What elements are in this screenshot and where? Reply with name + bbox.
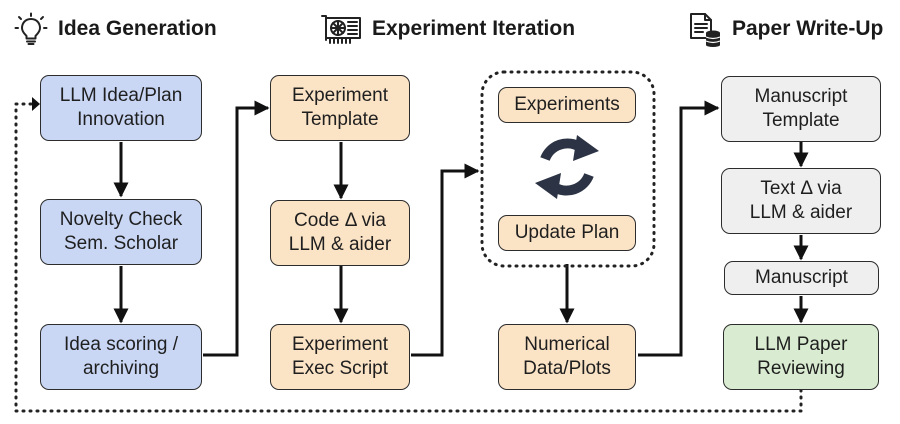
header-paper-write-up: Paper Write-Up	[686, 13, 884, 47]
box-update-plan: Update Plan	[498, 215, 636, 251]
box-text-delta: Text Δ via LLM & aider	[721, 168, 881, 234]
box-numerical-data-plots: Numerical Data/Plots	[498, 324, 636, 390]
header-title-paper: Paper Write-Up	[732, 17, 884, 40]
box-llm-paper-reviewing: LLM Paper Reviewing	[723, 324, 879, 390]
header-title-experiment: Experiment Iteration	[372, 17, 576, 40]
box-experiment-exec-script: Experiment Exec Script	[270, 324, 410, 390]
box-novelty-check: Novelty Check Sem. Scholar	[40, 199, 202, 265]
cycle-arrows-icon	[535, 135, 599, 199]
header-title-idea: Idea Generation	[58, 17, 217, 40]
feedback-loop-arrowhead	[32, 97, 40, 111]
box-idea-scoring: Idea scoring / archiving	[40, 324, 202, 390]
box-experiment-template: Experiment Template	[270, 75, 410, 141]
feedback-loop-dotted-line	[14, 102, 803, 413]
iteration-group-border	[480, 70, 656, 268]
gpu-card-icon	[321, 15, 361, 44]
box-llm-idea-plan: LLM Idea/Plan Innovation	[40, 75, 202, 141]
header-idea-generation: Idea Generation	[14, 12, 217, 45]
box-manuscript-template: Manuscript Template	[721, 76, 881, 142]
connector-numerical-to-manuscript-template	[638, 100, 720, 357]
connector-scoring-to-template	[203, 100, 270, 357]
header-experiment-iteration: Experiment Iteration	[320, 13, 575, 45]
document-database-icon	[690, 13, 721, 47]
box-code-delta: Code Δ via LLM & aider	[270, 200, 410, 266]
box-manuscript: Manuscript	[724, 261, 879, 295]
box-experiments: Experiments	[498, 87, 636, 123]
connector-exec-to-loop	[411, 163, 480, 357]
lightbulb-icon	[14, 12, 48, 45]
